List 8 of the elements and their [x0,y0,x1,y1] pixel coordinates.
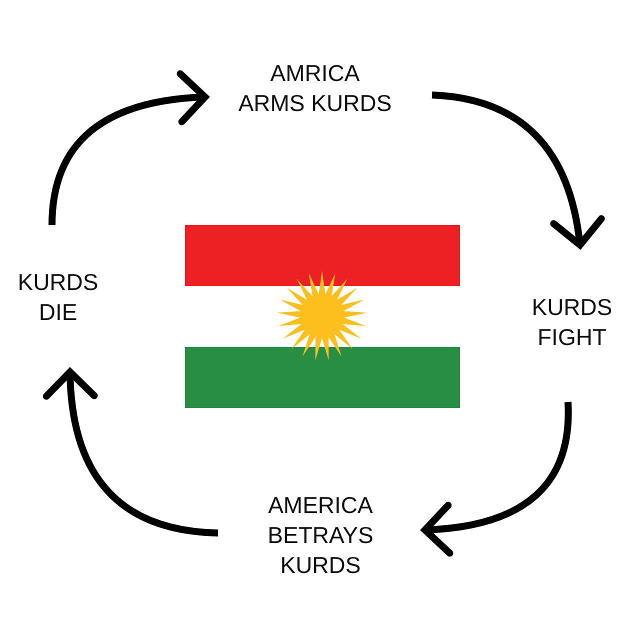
curved-arrow [432,92,604,248]
cycle-step-label: KURDS FIGHT [527,292,617,352]
cycle-step-label: AMERICA BETRAYS KURDS [258,490,383,580]
curved-arrow [44,368,218,536]
curved-arrow [422,402,572,556]
cycle-step-label: KURDS DIE [13,267,103,327]
curved-arrow [48,71,208,226]
cycle-step-label: AMRICA ARMS KURDS [236,58,394,118]
